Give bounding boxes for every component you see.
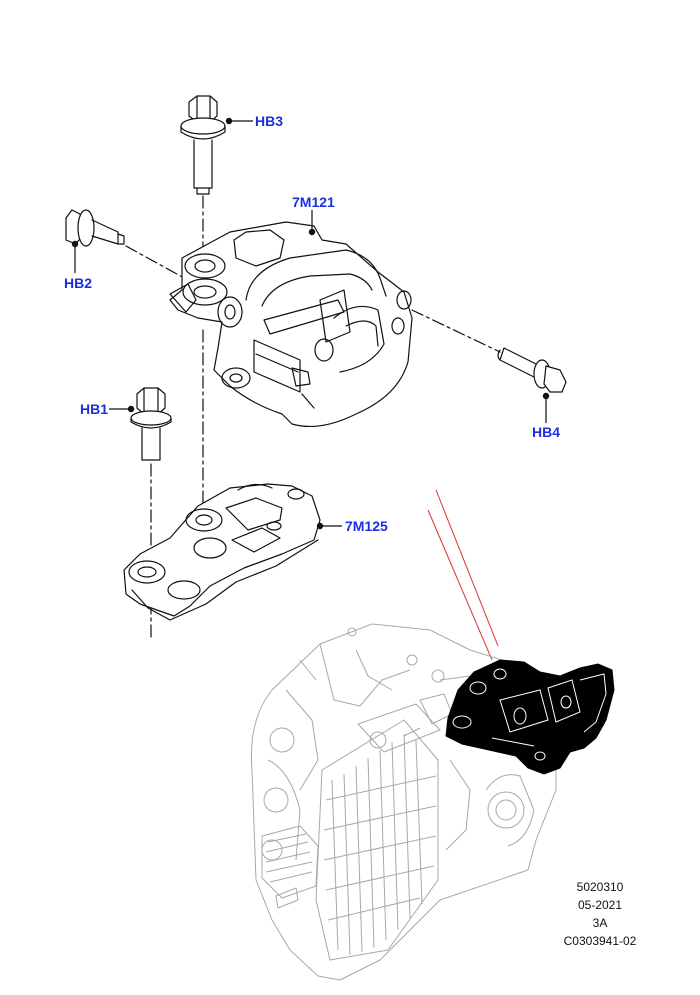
- bolt-hb3-icon: [180, 95, 226, 195]
- callout-7m125: 7M125: [345, 518, 388, 534]
- callout-hb1: HB1: [80, 401, 109, 417]
- location-rays: [427, 489, 499, 661]
- callout-7m121: 7M121: [292, 194, 335, 210]
- drawing-reference: C0303941-02: [563, 934, 637, 948]
- bolt-hb2-icon: [65, 209, 125, 247]
- bolt-hb4-icon: [497, 347, 567, 393]
- revision-code: 3A: [592, 916, 608, 930]
- callout-hb2: HB2: [64, 275, 93, 291]
- engine-mount-7m121: [169, 221, 413, 428]
- callout-hb3: HB3: [255, 113, 284, 129]
- callout-hb4: HB4: [532, 424, 561, 440]
- bolt-hb1-icon: [130, 387, 172, 461]
- transmission-context: [250, 623, 557, 981]
- mount-bracket-7m125: [123, 483, 321, 621]
- revision-date: 05-2021: [577, 898, 623, 912]
- highlighted-mount-location: [445, 659, 615, 775]
- axis-hb4: [411, 309, 501, 353]
- illustration-number: 5020310: [576, 880, 624, 894]
